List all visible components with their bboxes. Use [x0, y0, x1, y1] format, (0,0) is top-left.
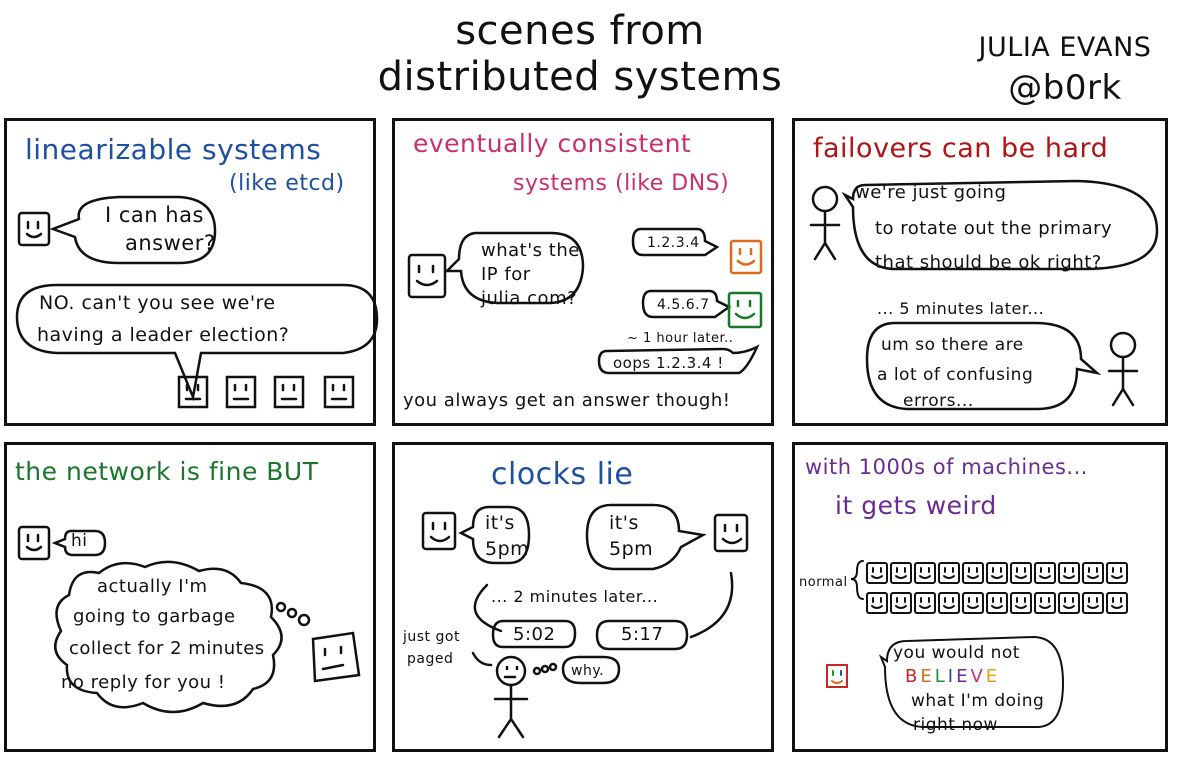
clock-time-1: 5:02 [513, 624, 556, 645]
bubble-question-line-2: answer? [125, 231, 216, 255]
server-icon [986, 562, 1008, 584]
author-credit: JULIA EVANS @b0rk [950, 28, 1180, 108]
failover-line-3: that should be ok right? [875, 252, 1102, 273]
panel-title: failovers can be hard [813, 133, 1109, 164]
panel-title-line-2: it gets weird [835, 491, 997, 520]
later-note: ~ 1 hour later.. [627, 331, 734, 346]
panel-eventual-drawing [407, 227, 763, 375]
server-icon [1082, 592, 1104, 614]
clock-right-line-2: 5pm [609, 538, 654, 560]
paged-line-2: paged [407, 651, 454, 667]
believe-letter: V [970, 666, 986, 687]
dns-oops: oops 1.2.3.4 ! [613, 354, 724, 372]
panel-title: linearizable systems [25, 133, 322, 166]
server-icon [938, 592, 960, 614]
panel-network: the network is fine BUT hi actually I'm … [4, 442, 376, 752]
believe-letter: E [920, 666, 935, 687]
thought-line-2: going to garbage [73, 606, 236, 627]
dns-answer-1: 1.2.3.4 [647, 235, 700, 251]
server-icon [1106, 592, 1128, 614]
panel-title-line-1: with 1000s of machines... [805, 455, 1088, 479]
server-icon [1082, 562, 1104, 584]
panel-failovers-drawing [809, 179, 1159, 411]
panel-title: the network is fine BUT [15, 457, 319, 486]
paged-line-1: just got [403, 629, 460, 645]
server-icon [866, 592, 888, 614]
panel-machines-drawing [826, 560, 1128, 728]
panel-footer: you always get an answer though! [403, 390, 731, 411]
thought-line-4: no reply for you ! [61, 672, 226, 693]
panel-title-line-1: eventually consistent [413, 129, 692, 158]
server-icon [1106, 562, 1128, 584]
server-icon [1034, 562, 1056, 584]
panel-machines: with 1000s of machines... it gets weird … [792, 442, 1168, 752]
believe-letter: L [934, 666, 948, 687]
panel-title: clocks lie [491, 457, 634, 492]
server-icon [938, 562, 960, 584]
server-icon [986, 592, 1008, 614]
server-icon [962, 592, 984, 614]
failover-line-1: we're just going [855, 182, 1007, 203]
believe-letter: B [905, 666, 921, 687]
believe-letter: E [956, 666, 971, 687]
panel-network-drawing [17, 525, 361, 714]
panel-linearizable-drawing [15, 195, 379, 409]
panel-clocks: clocks lie it's 5pm it's 5pm ... 2 minut… [392, 442, 774, 752]
normal-label: normal [799, 575, 848, 590]
server-icon [914, 562, 936, 584]
believe-letter: I [947, 666, 957, 687]
author-name: JULIA EVANS [978, 32, 1152, 63]
panel-title-line-2: systems (like DNS) [513, 171, 730, 196]
panel-subtitle: (like etcd) [229, 171, 345, 196]
title-line-1: scenes from [455, 8, 705, 54]
server-icon [1058, 592, 1080, 614]
server-icon [890, 562, 912, 584]
errors-line-3: errors... [903, 391, 974, 411]
bubble-question-line-1: I can has [105, 203, 204, 227]
weird-line-2: what I'm doing [911, 691, 1045, 711]
server-icon [1058, 562, 1080, 584]
server-icon [1034, 592, 1056, 614]
failover-line-2: to rotate out the primary [875, 218, 1113, 239]
bubble-answer-line-1: NO. can't you see we're [39, 292, 276, 314]
title-line-2: distributed systems [377, 54, 783, 100]
later-note: ... 2 minutes later... [491, 587, 659, 606]
hi-text: hi [71, 531, 88, 551]
thought-line-3: collect for 2 minutes [69, 638, 265, 659]
errors-line-1: um so there are [881, 335, 1024, 355]
dns-question-line-3: julia.com? [481, 288, 578, 309]
bubble-answer-line-2: having a leader election? [37, 324, 290, 346]
weird-line-1: you would not [893, 643, 1020, 663]
clock-right-line-1: it's [609, 512, 639, 534]
panel-failovers: failovers can be hard we're just going t… [792, 118, 1168, 426]
panel-eventual: eventually consistent systems (like DNS)… [392, 118, 774, 426]
believe-letter: E [985, 666, 1001, 687]
why-text: why. [571, 663, 605, 679]
author-handle: @b0rk [1008, 68, 1122, 108]
panel-linearizable: linearizable systems (like etcd) I can h… [4, 118, 379, 426]
server-icon [1010, 562, 1032, 584]
server-icon [890, 592, 912, 614]
believe-word: BELIEVE [905, 665, 1000, 689]
weird-line-3: right now [913, 715, 998, 735]
worried-servers [177, 375, 355, 409]
errors-line-2: a lot of confusing [877, 365, 1034, 385]
clock-left-line-2: 5pm [485, 538, 530, 560]
clock-time-2: 5:17 [621, 624, 664, 645]
dns-question-line-1: what's the [481, 240, 580, 261]
clock-left-line-1: it's [485, 512, 515, 534]
server-icon [866, 562, 888, 584]
panel-clocks-drawing [421, 503, 749, 739]
server-icon [914, 592, 936, 614]
comic-title: scenes from distributed systems [330, 8, 830, 100]
later-note: ... 5 minutes later... [877, 299, 1045, 318]
thought-line-1: actually I'm [97, 576, 208, 597]
dns-question-line-2: IP for [481, 264, 531, 285]
server-icon [1010, 592, 1032, 614]
server-icon [962, 562, 984, 584]
dns-answer-2: 4.5.6.7 [657, 297, 710, 313]
